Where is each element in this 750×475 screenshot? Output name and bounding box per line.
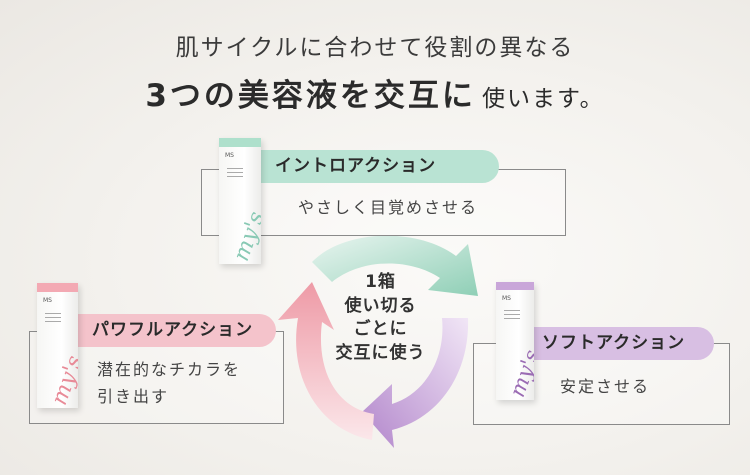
heading-line2: 3つの美容液を交互に使います。 (0, 70, 750, 115)
green-arrow (312, 235, 478, 296)
powerful-desc-line: 潜在的なチカラを (97, 360, 242, 379)
product-text-lines (504, 310, 520, 322)
product-logo: my's (229, 208, 261, 264)
product-cap (37, 283, 78, 292)
heading-line2-main: 3つの美容液を交互に (145, 78, 476, 114)
product-tag: MS (225, 152, 234, 159)
product-text-lines (45, 313, 61, 325)
center-line: 使い切る (344, 295, 417, 316)
heading-line1: 肌サイクルに合わせて役割の異なる (175, 35, 575, 61)
product-box-powerful: MS my's (37, 283, 78, 408)
product-box-soft: MS my's (496, 282, 534, 400)
purple-arrow (362, 318, 469, 448)
center-line: 交互に使う (335, 342, 426, 363)
soft-desc: 安定させる (560, 377, 651, 396)
heading-line2-suffix: 使います。 (481, 86, 605, 112)
cycle-center-text: 1箱 使い切る ごとに 交互に使う (318, 271, 443, 365)
product-tag: MS (43, 297, 52, 304)
intro-desc: やさしく目覚めさせる (298, 198, 479, 217)
product-cap (219, 138, 261, 147)
product-box-intro: MS my's (219, 138, 261, 264)
product-logo: my's (47, 352, 78, 408)
product-tag: MS (502, 295, 511, 302)
soft-label: ソフトアクション (522, 327, 714, 360)
powerful-desc-line: 引き出す (97, 387, 170, 406)
center-line: ごとに (353, 319, 408, 339)
powerful-desc: 潜在的なチカラを 引き出す (97, 356, 241, 410)
powerful-label: パワフルアクション (72, 314, 276, 347)
pink-arrow (278, 282, 374, 440)
product-logo: my's (505, 346, 534, 400)
intro-label: イントロアクション (255, 150, 499, 183)
product-text-lines (227, 168, 243, 180)
product-cap (496, 282, 534, 290)
center-line: 1箱 (365, 272, 396, 292)
